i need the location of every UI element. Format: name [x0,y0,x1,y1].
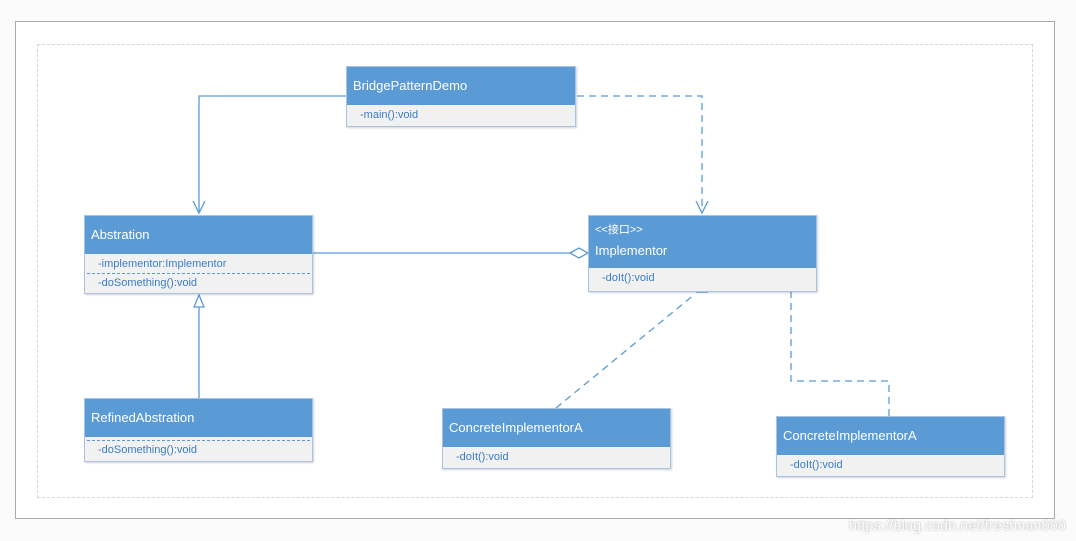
interface-implementor[interactable]: <<接口>> Implementor -doIt():void [588,215,817,292]
class-name: BridgePatternDemo [353,78,468,93]
class-concreteimplementora-right[interactable]: ConcreteImplementorA -doIt():void [776,416,1005,477]
association-arrowhead [192,200,206,215]
class-name: Abstration [91,227,150,242]
class-header: RefinedAbstration [85,399,312,437]
dependency-arrowhead [695,200,709,215]
class-members: -doSomething():void [85,437,312,460]
class-header: Abstration [85,216,312,254]
dependency-line [577,95,703,213]
class-header: BridgePatternDemo [347,67,575,105]
class-bridgepatterndemo[interactable]: BridgePatternDemo -main():void [346,66,576,127]
class-header: <<接口>> Implementor [589,216,816,268]
association-line [198,95,348,213]
compartment-divider [87,273,310,274]
realization-line-a [555,293,696,409]
class-members: -doIt():void [443,447,670,467]
attribute-row: -implementor:Implementor [98,258,227,270]
class-refinedabstration[interactable]: RefinedAbstration -doSomething():void [84,398,313,462]
class-abstration[interactable]: Abstration -implementor:Implementor -doS… [84,215,313,294]
class-members: -doIt():void [777,455,1004,475]
class-name: RefinedAbstration [91,410,195,425]
diagram-canvas [37,44,1033,498]
method-row: -doSomething():void [98,277,198,289]
class-concreteimplementora-left[interactable]: ConcreteImplementorA -doIt():void [442,408,671,469]
compartment-divider [87,440,310,441]
method-row: -main():void [360,109,419,121]
class-members: -implementor:Implementor -doSomething():… [85,254,312,293]
class-name: ConcreteImplementorA [783,428,917,443]
generalization-triangle [193,293,205,308]
method-row: -doIt():void [602,272,655,284]
class-header: ConcreteImplementorA [443,409,670,447]
class-header: ConcreteImplementorA [777,417,1004,455]
class-members: -main():void [347,105,575,125]
method-row: -doSomething():void [98,444,198,456]
class-name: ConcreteImplementorA [449,420,583,435]
stereotype-label: <<接口>> [595,223,643,236]
class-name: Implementor [595,242,668,258]
realization-line-b [704,289,890,416]
aggregation-diamond [568,247,590,259]
method-row: -doIt():void [456,451,509,463]
method-row: -doIt():void [790,459,843,471]
watermark-url: https://blog.csdn.net/freshnan000 [849,517,1066,533]
class-members: -doIt():void [589,268,816,288]
